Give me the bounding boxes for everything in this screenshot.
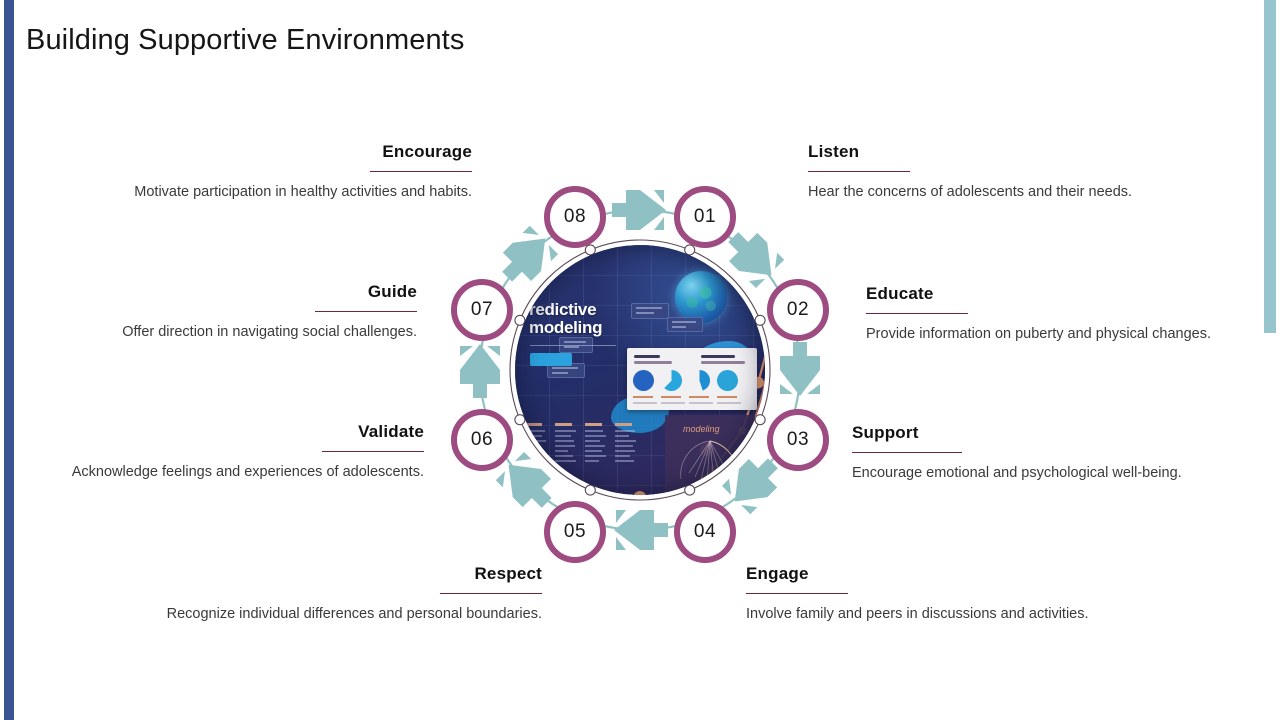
step-block-encourage: Encourage Motivate participation in heal… bbox=[30, 142, 472, 203]
step-block-engage: Engage Involve family and peers in discu… bbox=[746, 564, 1206, 625]
step-heading-support: Support bbox=[852, 423, 919, 442]
step-heading-encourage: Encourage bbox=[382, 142, 472, 161]
cycle-node-04[interactable]: 04 bbox=[674, 501, 736, 563]
step-body-validate: Acknowledge feelings and experiences of … bbox=[71, 464, 424, 481]
cycle-node-06[interactable]: 06 bbox=[451, 409, 513, 471]
right-accent-bar bbox=[1264, 0, 1276, 333]
step-heading-engage: Engage bbox=[746, 564, 809, 583]
heading-rule bbox=[746, 592, 848, 595]
heading-rule bbox=[440, 592, 542, 595]
step-body-engage: Involve family and peers in discussions … bbox=[746, 606, 1089, 623]
step-body-educate: Provide information on puberty and physi… bbox=[866, 326, 1211, 343]
heading-rule bbox=[808, 170, 910, 173]
inner-ring bbox=[509, 239, 771, 501]
step-body-support: Encourage emotional and psychological we… bbox=[852, 465, 1182, 482]
heading-rule bbox=[866, 312, 968, 315]
step-block-support: Support Encourage emotional and psycholo… bbox=[852, 423, 1252, 484]
heading-rule bbox=[370, 170, 472, 173]
center-image-panel bbox=[627, 348, 757, 410]
center-image-fan-panel: modeling bbox=[665, 415, 755, 495]
step-block-listen: Listen Hear the concerns of adolescents … bbox=[808, 142, 1248, 203]
step-body-listen: Hear the concerns of adolescents and the… bbox=[808, 184, 1133, 201]
cycle-diagram: redictive modeling bbox=[440, 170, 840, 570]
center-image: redictive modeling bbox=[515, 245, 765, 495]
globe-graphic bbox=[675, 271, 727, 323]
center-image-title: redictive modeling bbox=[529, 300, 603, 337]
heading-rule bbox=[322, 450, 424, 453]
step-heading-listen: Listen bbox=[808, 142, 860, 161]
page-title: Building Supportive Environments bbox=[26, 24, 465, 56]
heading-rule bbox=[852, 451, 962, 454]
step-body-encourage: Motivate participation in healthy activi… bbox=[134, 184, 472, 201]
cycle-node-07[interactable]: 07 bbox=[451, 279, 513, 341]
step-body-respect: Recognize individual differences and per… bbox=[166, 606, 542, 623]
step-heading-respect: Respect bbox=[474, 564, 542, 583]
step-heading-guide: Guide bbox=[367, 282, 417, 301]
left-accent-bar bbox=[4, 0, 14, 720]
cycle-node-01[interactable]: 01 bbox=[674, 186, 736, 248]
heading-rule bbox=[315, 310, 417, 313]
step-block-educate: Educate Provide information on puberty a… bbox=[866, 284, 1254, 345]
cycle-node-05[interactable]: 05 bbox=[544, 501, 606, 563]
step-block-validate: Validate Acknowledge feelings and experi… bbox=[30, 422, 424, 483]
cycle-node-02[interactable]: 02 bbox=[767, 279, 829, 341]
step-block-respect: Respect Recognize individual differences… bbox=[30, 564, 542, 625]
cycle-node-03[interactable]: 03 bbox=[767, 409, 829, 471]
step-block-guide: Guide Offer direction in navigating soci… bbox=[30, 282, 417, 343]
cycle-node-08[interactable]: 08 bbox=[544, 186, 606, 248]
step-body-guide: Offer direction in navigating social cha… bbox=[122, 324, 417, 341]
step-heading-educate: Educate bbox=[866, 284, 934, 303]
step-heading-validate: Validate bbox=[358, 422, 424, 441]
